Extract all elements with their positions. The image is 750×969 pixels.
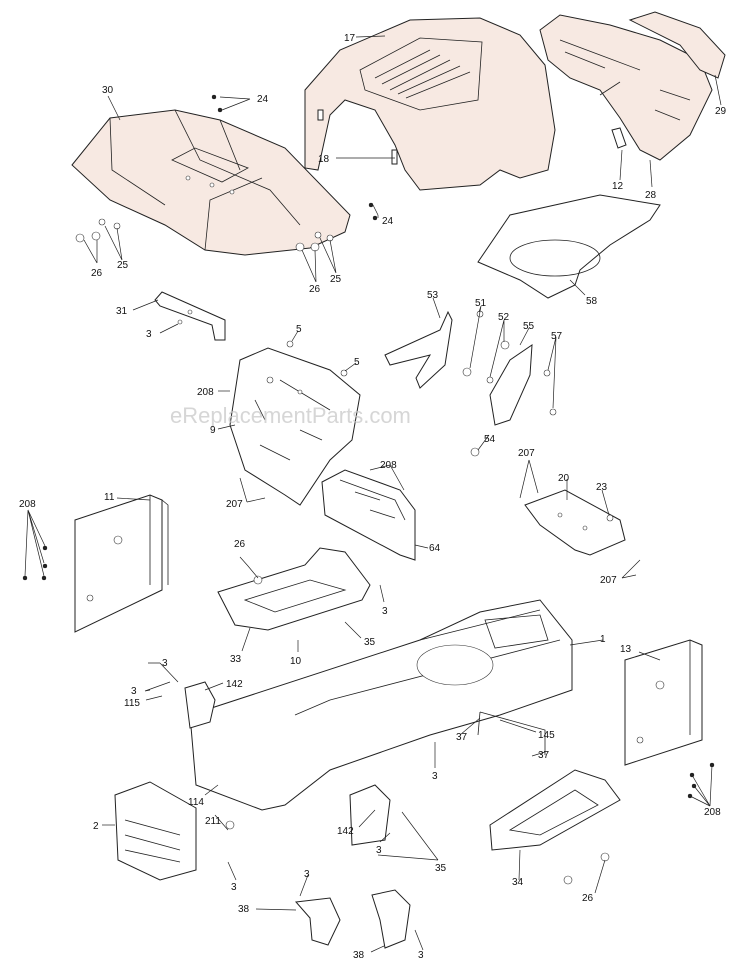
watermark: eReplacementParts.com [170,403,411,428]
callout-1: 1 [600,634,606,645]
callout-26-left: 26 [91,268,103,279]
part-33-footrest [217,547,371,631]
part-13-side-plate [624,639,703,766]
callout-30: 30 [102,85,114,96]
callout-35-lower: 35 [435,863,447,874]
callout-142-upper: 142 [226,679,243,690]
part-145-rod [477,711,546,755]
callout-3-frame: 3 [432,771,438,782]
callout-33: 33 [230,654,242,665]
callout-13: 13 [620,644,632,655]
callout-18: 18 [318,154,330,165]
callout-54: 54 [484,434,496,445]
part-1-main-frame [189,599,573,811]
callout-37-left: 37 [456,732,468,743]
callout-29: 29 [715,106,727,117]
callout-142-lower: 142 [337,826,354,837]
callout-208-console: 208 [380,460,397,471]
callout-52: 52 [498,312,510,323]
callout-208-dash: 208 [197,387,214,398]
callout-25-mid: 25 [330,274,342,285]
callout-2: 2 [93,821,99,832]
callout-115: 115 [124,698,140,709]
callout-211: 211 [205,816,221,827]
part-64-console [321,469,416,561]
callout-55: 55 [523,321,535,332]
callout-35-upper: 35 [364,637,376,648]
callout-58: 58 [586,296,598,307]
callout-24-lower: 24 [382,216,394,227]
callout-17: 17 [344,33,356,44]
callout-12: 12 [612,181,624,192]
part-2-plate [114,781,197,881]
callout-37-right: 37 [538,750,550,761]
leader-lines [24,35,722,953]
callout-26-bottom: 26 [582,893,594,904]
callout-24-upper: 24 [257,94,269,105]
callout-114: 114 [188,797,204,808]
callout-207-dash: 207 [226,499,243,510]
callout-208-left: 208 [19,499,36,510]
callout-53: 53 [427,290,439,301]
part-30-dash-panel [71,109,351,256]
callout-34: 34 [512,877,524,888]
callout-5-lower: 5 [354,357,360,368]
part-20-bracket [524,489,626,556]
part-34-footrest [489,769,621,851]
callout-207-lower: 207 [600,575,617,586]
part-31-bracket [154,291,226,341]
part-11-side-plate [74,494,169,633]
callout-3-plate: 3 [231,882,237,893]
callout-3-bracket: 3 [146,329,152,340]
callout-145: 145 [538,730,555,741]
callout-11: 11 [104,492,115,503]
callout-3-bottom-left: 3 [304,869,310,880]
callout-9: 9 [210,425,216,436]
callout-208-right: 208 [704,807,721,818]
part-53-55-brackets [384,310,533,426]
callout-labels: 17 29 30 24 18 12 28 24 26 25 26 25 58 3… [19,33,727,961]
callout-3-footrest: 3 [382,606,388,617]
callout-51: 51 [475,298,487,309]
callout-3-left-a: 3 [162,658,168,669]
callout-38-left: 38 [238,904,250,915]
part-9-dash-plate [229,347,361,506]
callout-38-right: 38 [353,950,365,961]
callout-23: 23 [596,482,608,493]
callout-28: 28 [645,190,657,201]
callout-207-upper: 207 [518,448,535,459]
callout-26-mid: 26 [309,284,321,295]
callout-10: 10 [290,656,302,667]
callout-31: 31 [116,306,128,317]
callout-57: 57 [551,331,563,342]
part-17-hood [304,17,556,191]
part-58-heat-shield [477,194,661,299]
callout-3-left-b: 3 [131,686,137,697]
part-28-29-side-panels [539,11,726,161]
callout-5-upper: 5 [296,324,302,335]
callout-26-footrest: 26 [234,539,246,550]
callout-64: 64 [429,543,441,554]
callout-25-left: 25 [117,260,129,271]
callout-3-bottom-right: 3 [418,950,424,961]
part-38-brackets [294,889,411,949]
callout-20: 20 [558,473,570,484]
callout-3-lower-mid: 3 [376,845,382,856]
